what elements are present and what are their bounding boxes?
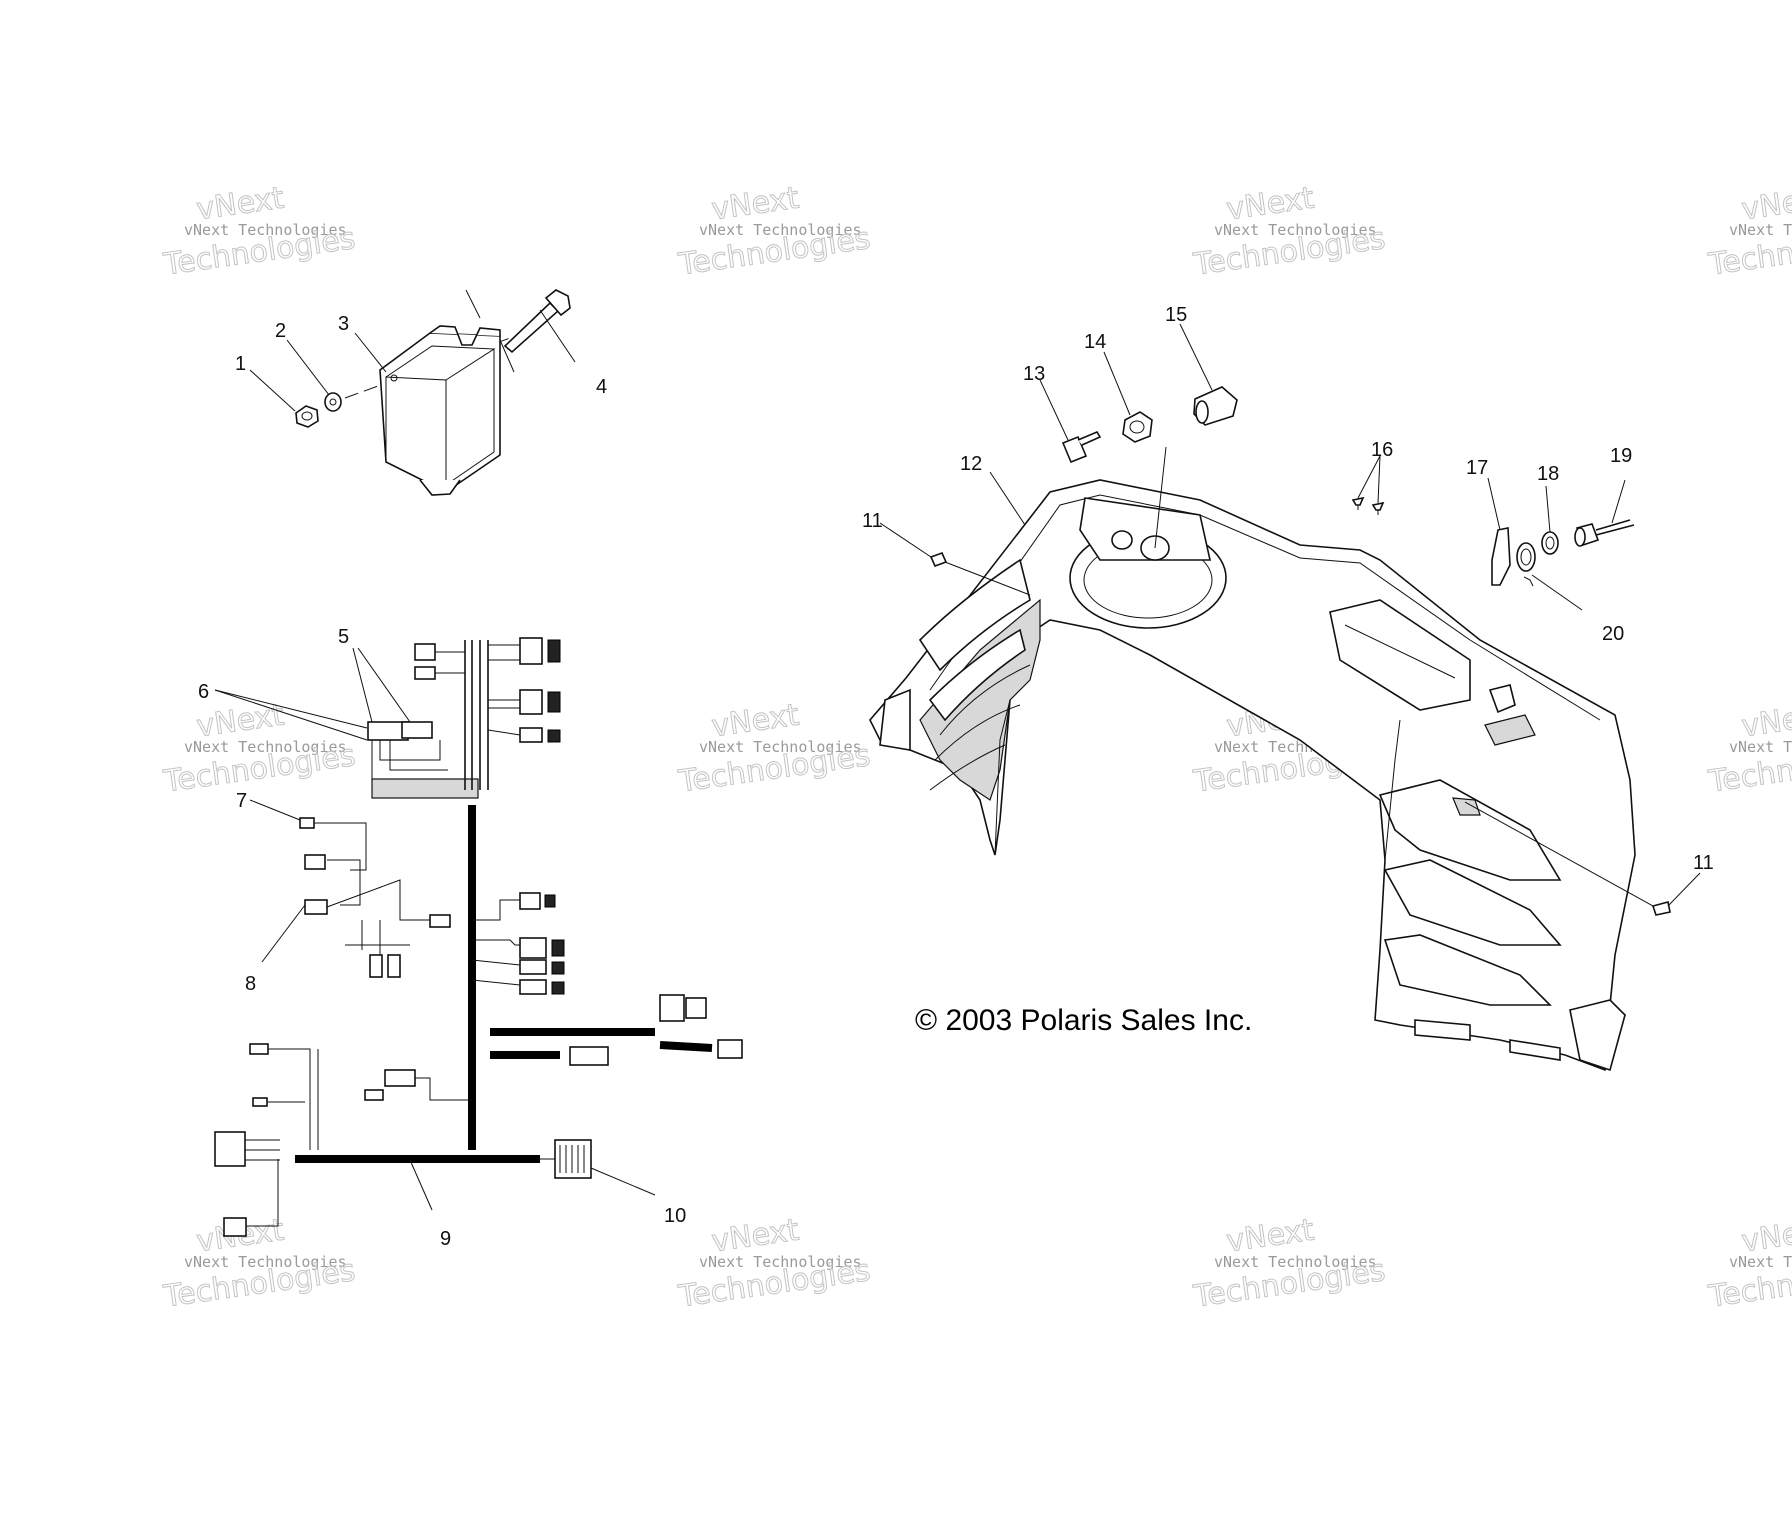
washer-part (324, 392, 342, 412)
callout-18: 18 (1537, 463, 1559, 485)
callout-17: 17 (1466, 457, 1488, 479)
watermark: vNext vNext Technologies Technologies (1705, 697, 1792, 800)
callout-labels: 1 2 3 4 5 6 7 8 9 10 11 11 12 13 14 15 1… (198, 304, 1714, 1250)
screw-part (929, 551, 1031, 596)
ignition-nut-part (1122, 411, 1153, 443)
connector-cluster-left (299, 721, 451, 978)
connector-cluster-lower (214, 1043, 472, 1237)
callout-14: 14 (1084, 331, 1106, 353)
connector-cluster-right (471, 892, 743, 1066)
callout-19: 19 (1610, 445, 1632, 467)
ring-part (1541, 531, 1559, 555)
watermark: vNext vNext Technologies Technologies (1190, 180, 1388, 283)
callout-3: 3 (338, 313, 349, 335)
callout-2: 2 (275, 320, 286, 342)
lever-part (1491, 527, 1511, 586)
cdi-module-assembly (295, 289, 571, 496)
watermark: vNext vNext Technologies Technologies (675, 697, 873, 800)
wiring-harness (214, 637, 743, 1237)
callout-1: 1 (235, 353, 246, 375)
callout-16: 16 (1371, 439, 1393, 461)
connector-group-upper (414, 637, 561, 743)
callout-11: 11 (1693, 852, 1714, 874)
callout-12: 12 (960, 453, 982, 475)
watermark-small: vNext Technologies (1729, 1253, 1792, 1271)
callout-7: 7 (236, 790, 247, 812)
bezel-gear-part (1516, 542, 1536, 572)
nut-part (295, 405, 319, 428)
watermark-small: vNext Technologies (184, 738, 347, 756)
callout-5: 5 (338, 626, 349, 648)
watermark: vNext vNext Technologies Technologies (160, 180, 358, 283)
watermark-small: vNext Technologies (699, 738, 862, 756)
key-part (1061, 430, 1102, 464)
knob-part (1574, 519, 1635, 547)
watermark: vNext vNext Technologies Technologies (1705, 180, 1792, 283)
watermark-small: vNext Technologies (1214, 221, 1377, 239)
watermark: vNext vNext Technologies Technologies (1190, 1212, 1388, 1315)
callout-8: 8 (245, 973, 256, 995)
callout-9: 9 (440, 1228, 451, 1250)
watermark-small: vNext Technologies (699, 221, 862, 239)
watermark: vNext vNext Technologies Technologies (675, 1212, 873, 1315)
watermark-small: vNext Technologies (699, 1253, 862, 1271)
watermark: vNext vNext Technologies Technologies (675, 180, 873, 283)
watermark-small: vNext Technologies (1729, 738, 1792, 756)
callout-15: 15 (1165, 304, 1187, 326)
watermark: vNext vNext Technologies Technologies (160, 697, 358, 800)
callout-4: 4 (596, 376, 607, 398)
hood-console-assembly (869, 386, 1671, 1072)
callout-10: 10 (664, 1205, 686, 1227)
callout-20: 20 (1602, 623, 1624, 645)
ignition-switch-part (1193, 386, 1238, 426)
bolt-part (465, 289, 571, 373)
watermark-small: vNext Technologies (184, 221, 347, 239)
callout-6: 6 (198, 681, 209, 703)
screw-part (1464, 801, 1671, 916)
callout-11: 11 (862, 510, 883, 532)
leader-lines (214, 309, 1701, 1211)
main-connector-part (540, 1139, 592, 1179)
callout-13: 13 (1023, 363, 1045, 385)
watermark-small: vNext Technologies (1729, 221, 1792, 239)
clip-part (1351, 496, 1385, 515)
watermark-small: vNext Technologies (1214, 1253, 1377, 1271)
watermark: vNext vNext Technologies Technologies (1705, 1212, 1792, 1315)
cdi-box-part (379, 325, 501, 496)
watermark-small: vNext Technologies (184, 1253, 347, 1271)
copyright-text: © 2003 Polaris Sales Inc. (915, 1004, 1252, 1037)
watermark: vNext vNext Technologies Technologies (160, 1212, 358, 1315)
